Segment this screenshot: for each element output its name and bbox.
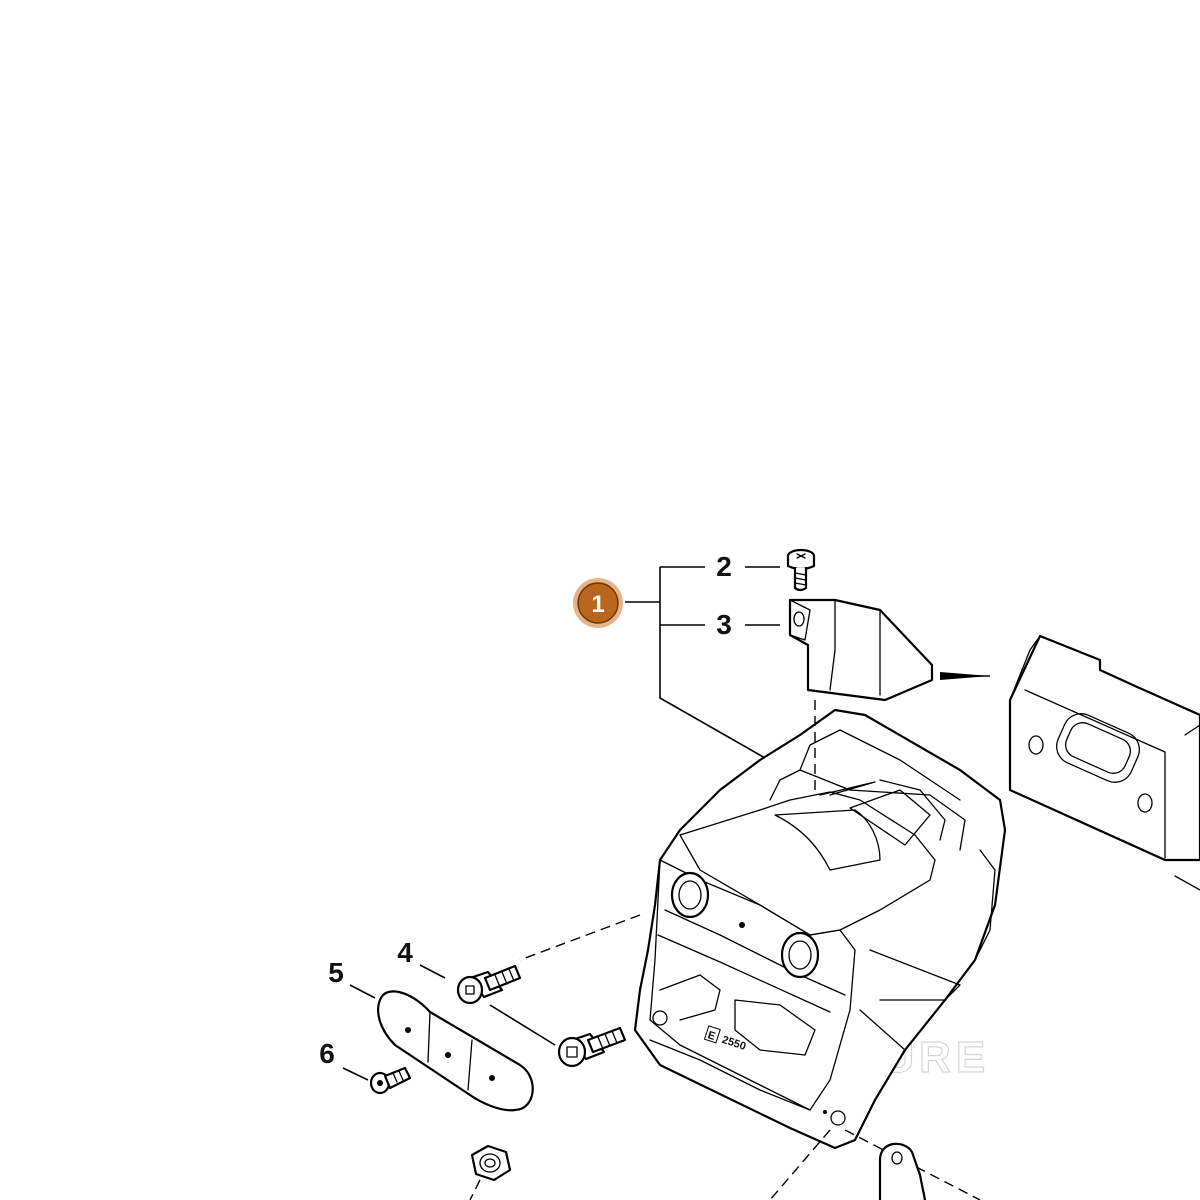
- callout-1-label: 1: [591, 591, 604, 618]
- leader-lines: [342, 566, 780, 1081]
- assembly-lines: [469, 700, 981, 1200]
- cover-plate-icon: [377, 990, 534, 1112]
- numbered-callout-badge: 1: [573, 578, 623, 628]
- callout-3: 3: [716, 609, 732, 640]
- stud-bracket-icon: [878, 1142, 927, 1200]
- callout-4: 4: [397, 937, 413, 968]
- callout-5: 5: [328, 957, 344, 988]
- cap-screw-icon: [456, 964, 522, 1005]
- callout-2: 2: [716, 551, 732, 582]
- callout-6: 6: [319, 1038, 335, 1069]
- bracket-plate-icon: [788, 598, 934, 702]
- gasket-plate-icon: [1008, 634, 1200, 891]
- screw-icon: [786, 548, 816, 592]
- hex-nut-icon: [470, 1144, 512, 1182]
- stamp-letter: E: [706, 1029, 717, 1043]
- screw-icon: [369, 1066, 412, 1095]
- direction-arrow-upper: [940, 672, 990, 680]
- cap-screw-icon: [557, 1026, 627, 1068]
- muffler-icon: [633, 708, 1007, 1150]
